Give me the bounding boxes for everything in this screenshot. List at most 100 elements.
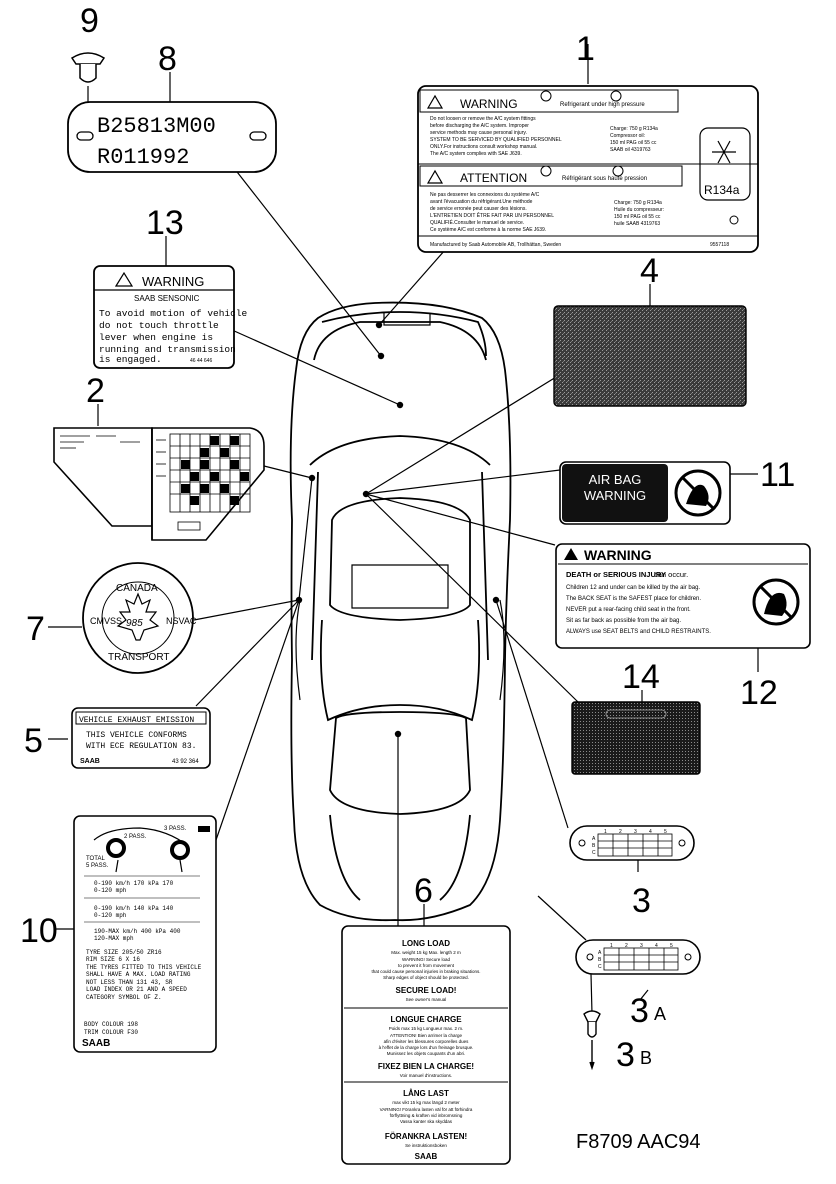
label-7-canada-seal: CANADA CMVSS NSVAC TRANSPORT 985 [82,562,197,674]
label-5-exhaust-emission: VEHICLE EXHAUST EMISSION THIS VEHICLE CO… [71,707,211,769]
svg-text:1: 1 [604,829,607,835]
plate-3: 1 2 3 4 5 A B C [569,825,695,861]
svg-text:VARNING! Förankra lasten väl f: VARNING! Förankra lasten väl för att för… [380,1107,473,1112]
svg-text:Vassa kanter ska skyddas: Vassa kanter ska skyddas [400,1119,453,1124]
svg-text:CATEGORY SYMBOL OF Z.: CATEGORY SYMBOL OF Z. [86,994,162,1001]
svg-text:Ce système A/C est conforme à: Ce système A/C est conforme à la norme S… [430,227,546,233]
svg-text:3 PASS.: 3 PASS. [164,826,187,832]
svg-text:C: C [598,964,602,970]
svg-text:huile SAAB 4319763: huile SAAB 4319763 [614,221,660,227]
svg-text:NEVER put a rear-facing child: NEVER put a rear-facing child seat in th… [566,607,691,613]
label-12-child-warning: WARNING DEATH or SERIOUS INJURY can occu… [555,543,811,649]
ac-attention-text: Ne pas desserrer les connexions du systè… [430,192,664,233]
callout-3b-suffix: B [640,1048,652,1068]
ac-part-number: 9557118 [710,242,729,248]
callout-7: 7 [26,610,45,648]
svg-text:Munissez les objets coupants d: Munissez les objets coupants d'un abri. [387,1051,465,1056]
svg-text:0-120 mph: 0-120 mph [94,887,127,894]
label-6-long-load: LONG LOAD Max. weight 15 kg Max. length … [341,925,511,1165]
maple-leaf-icon [116,592,160,641]
seal-right: NSVAC [166,616,197,626]
svg-text:SYSTEM TO BE SERVICED BY QUALI: SYSTEM TO BE SERVICED BY QUALIFIED PERSO… [430,137,562,143]
svg-text:TOTAL: TOTAL [86,856,105,862]
label-14-dark [571,701,701,775]
svg-text:FÖRANKRA LASTEN!: FÖRANKRA LASTEN! [385,1132,467,1141]
callout-3b: 3 [616,1036,635,1074]
svg-text:SHALL HAVE A MAX. LOAD RATING: SHALL HAVE A MAX. LOAD RATING [86,971,191,978]
seal-top: CANADA [116,583,158,594]
svg-text:Charge: 750 g R134a: Charge: 750 g R134a [614,200,662,206]
svg-text:Huile du compresseur:: Huile du compresseur: [614,207,664,213]
svg-text:THE TYRES FITTED TO THIS VEHIC: THE TYRES FITTED TO THIS VEHICLE [86,964,202,971]
callout-10: 10 [20,912,58,950]
svg-text:service methods may cause pers: service methods may cause personal injur… [430,130,527,136]
svg-text:SAAB: SAAB [82,1038,110,1049]
svg-text:de service erronée peut causer: de service erronée peut causer des lésio… [430,206,527,212]
callout-14: 14 [622,658,660,696]
svg-text:is engaged.: is engaged. [99,354,162,365]
svg-text:Sit as far back as possible fr: Sit as far back as possible from the air… [566,618,681,624]
svg-text:Max. weight 15 kg Max. lengt: Max. weight 15 kg Max. length 2 m [391,950,461,955]
emission-title: VEHICLE EXHAUST EMISSION [79,716,194,725]
callout-8: 8 [158,40,177,78]
svg-text:2: 2 [625,943,628,949]
svg-text:0-120 mph: 0-120 mph [94,912,127,919]
svg-text:ALWAYS use SEAT BELTS and CHIL: ALWAYS use SEAT BELTS and CHILD RESTRAIN… [566,629,711,635]
svg-text:2 PASS.: 2 PASS. [124,834,147,840]
snowflake-icon [712,140,736,164]
callout-numbers: 1 2 3 3 A 3 B 4 5 6 7 8 9 10 11 12 13 14 [20,2,795,1074]
svg-text:To avoid motion of vehicle: To avoid motion of vehicle [99,308,248,319]
svg-text:ONLY.For instructions consult: ONLY.For instructions consult workshop m… [430,144,537,150]
svg-text:LONGUE CHARGE: LONGUE CHARGE [390,1015,462,1024]
callout-2: 2 [86,372,105,410]
svg-text:TYRE SIZE 205/50 ZR16: TYRE SIZE 205/50 ZR16 [86,949,162,956]
callout-9: 9 [80,2,99,40]
svg-text:150 ml PAG oil 55 cc: 150 ml PAG oil 55 cc [614,214,661,220]
svg-text:lever when engine is: lever when engine is [99,332,213,343]
callout-3a-suffix: A [654,1004,666,1024]
child-warning-title: WARNING [584,547,652,563]
label-13-sensonic-warning: WARNING SAAB SENSONIC To avoid motion of… [93,265,248,369]
svg-text:46 44 646: 46 44 646 [190,358,212,364]
svg-text:LOAD INDEX OR 21 AND A SPE: LOAD INDEX OR 21 AND A SPEED [86,986,187,993]
svg-text:1: 1 [610,943,613,949]
callout-6: 6 [414,872,433,910]
svg-text:Poids max 15 kg Longueur max: Poids max 15 kg Longueur max. 2 m. [389,1026,464,1031]
plate-3a: 1 2 3 4 5 A B C [575,939,701,975]
svg-text:3: 3 [640,943,643,949]
svg-text:Compressor oil:: Compressor oil: [610,133,645,139]
svg-text:BODY COLOUR 198: BODY COLOUR 198 [84,1021,138,1028]
svg-text:A: A [598,950,602,956]
rivet-3b [583,1010,601,1071]
callout-1: 1 [576,30,595,68]
svg-text:5: 5 [670,943,673,949]
svg-text:avant l'évacuation du réfrigér: avant l'évacuation du réfrigérant.Une mé… [430,199,533,205]
svg-text:L'ENTRETIEN DOIT ÊTRE FAIT PAR: L'ENTRETIEN DOIT ÊTRE FAIT PAR UN PERSON… [430,211,554,219]
label-10-tyre-info: 3 PASS. 2 PASS. TOTAL 5 PASS. 0-190 km/h… [73,815,217,1053]
svg-text:à l'effet de la charge lors d': à l'effet de la charge lors d'un freinag… [379,1045,474,1050]
svg-text:Se instruktionsboken: Se instruktionsboken [405,1143,447,1148]
svg-text:5 PASS.: 5 PASS. [86,863,109,869]
svg-text:RIM SIZE 6 X 16: RIM SIZE 6 X 16 [86,956,140,963]
svg-text:QUALIFIÉ.Consulter le manuel d: QUALIFIÉ.Consulter le manuel de service. [430,219,524,226]
seal-bottom: TRANSPORT [108,652,170,663]
svg-text:3: 3 [634,829,637,835]
callout-5: 5 [24,722,43,760]
svg-text:afin d'éviter les blessures co: afin d'éviter les blessures corporelles … [384,1039,469,1044]
svg-text:0-190 km/h 140 kPa 140: 0-190 km/h 140 kPa 140 [94,905,174,912]
svg-text:FIXEZ BIEN LA CHARGE!: FIXEZ BIEN LA CHARGE! [378,1062,474,1071]
svg-text:The BACK SEAT is the SAFEST pl: The BACK SEAT is the SAFEST place for ch… [566,596,701,602]
label-11-airbag-warning: AIR BAG WARNING [559,461,731,525]
svg-text:Voir manuel d'instructions.: Voir manuel d'instructions. [400,1073,452,1078]
svg-text:that could cause personal inju: that could cause personal injuries in br… [371,969,480,974]
svg-text:Charge: 750 g R134a: Charge: 750 g R134a [610,126,658,132]
svg-text:can occur.: can occur. [654,570,688,579]
svg-text:LÅNG LAST: LÅNG LAST [403,1089,449,1098]
ac-attention-subtitle: Réfrigérant sous haute pression [562,176,647,182]
ac-manufacturer: Manufactured by Saab Automobile AB, Trol… [430,242,561,248]
car-top-view [289,301,512,922]
callout-13: 13 [146,204,184,242]
svg-text:to prevent it from movement: to prevent it from movement [398,963,455,968]
svg-text:The A/C system complies with S: The A/C system complies with SAE J639. [430,151,522,157]
